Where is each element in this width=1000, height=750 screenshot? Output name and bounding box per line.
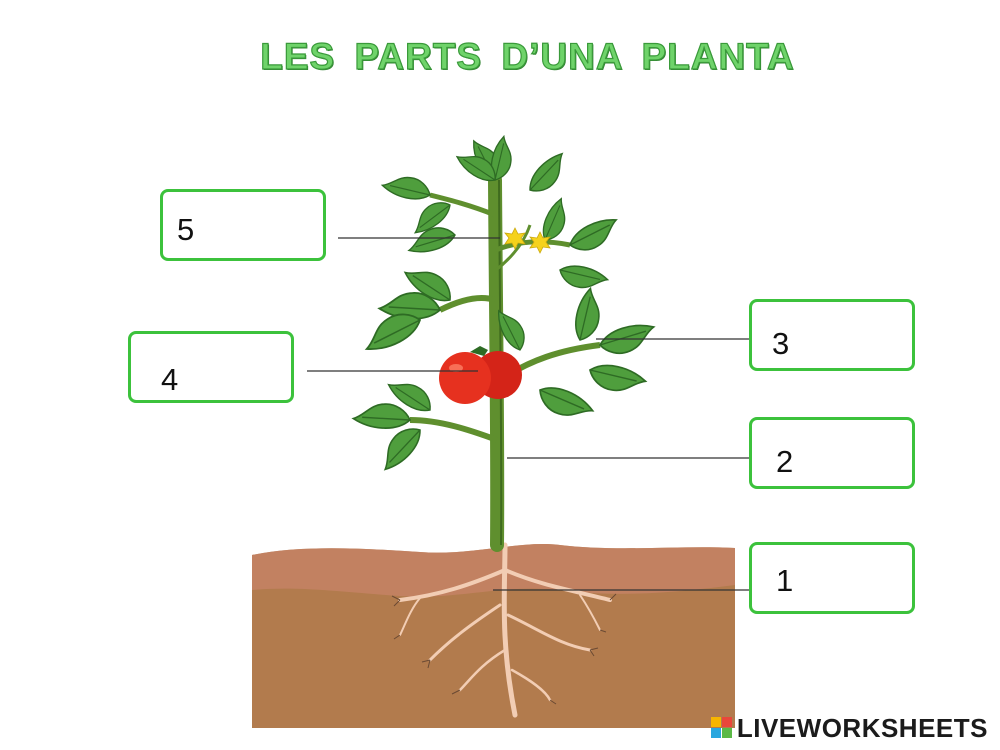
leaves (351, 134, 659, 474)
label-box-5[interactable]: 5 (160, 189, 326, 261)
label-box-1[interactable]: 1 (749, 542, 915, 614)
roots (398, 542, 612, 718)
label-box-2[interactable]: 2 (749, 417, 915, 489)
label-number: 5 (177, 212, 195, 247)
brand-text: LIVEWORKSHEETS (736, 712, 988, 743)
label-box-4[interactable]: 4 (128, 331, 294, 403)
page-title: LES PARTS D’UNA PLANTA (260, 35, 795, 77)
tomatoes (439, 346, 522, 404)
label-number: 2 (776, 444, 794, 479)
label-box-3[interactable]: 3 (749, 299, 915, 371)
label-number: 1 (776, 563, 794, 598)
root-hairs (391, 593, 617, 705)
leader-lines (307, 237, 749, 591)
soil (252, 544, 735, 728)
label-number: 4 (161, 362, 179, 397)
label-number: 3 (772, 326, 790, 361)
brand: LIVEWORKSHEETS (710, 712, 988, 743)
flowers (504, 227, 551, 254)
liveworksheets-logo-icon (710, 717, 733, 739)
